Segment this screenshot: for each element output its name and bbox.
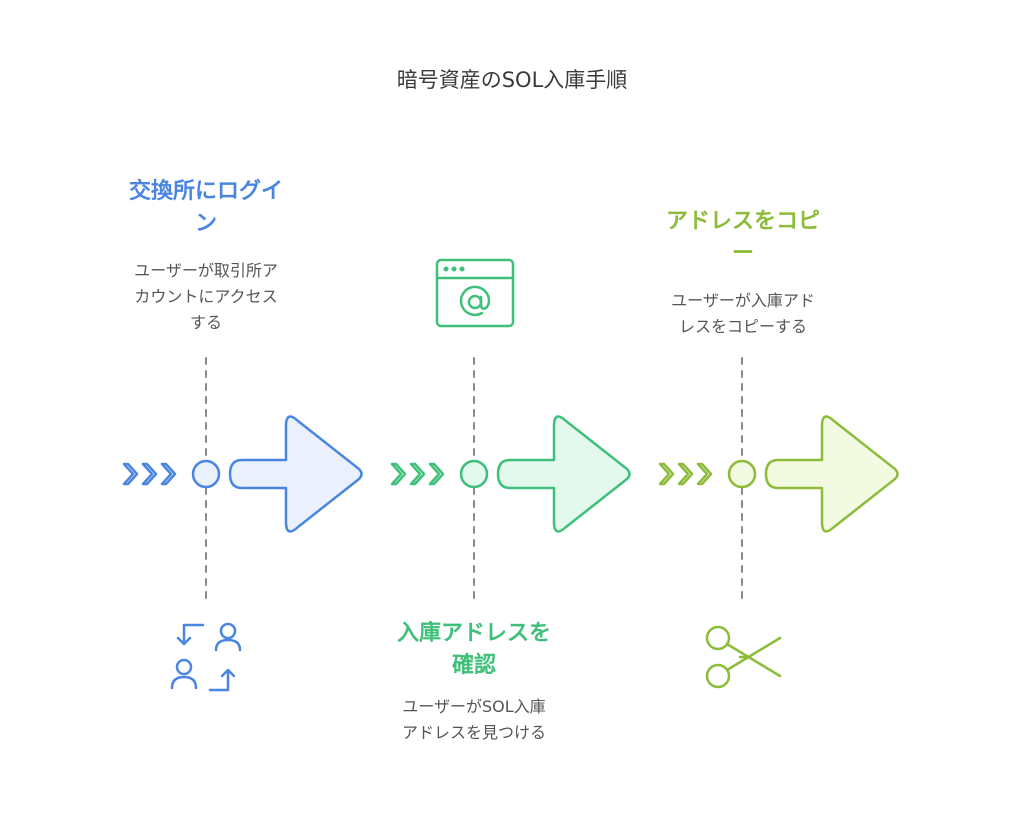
step-1-desc-line-1: ユーザーが取引所ア bbox=[134, 261, 278, 280]
user-icon bbox=[219, 622, 237, 640]
browser-window-icon bbox=[435, 258, 515, 328]
step-2-chevrons bbox=[390, 462, 445, 486]
step-1-graphic bbox=[122, 357, 363, 692]
user-icon bbox=[175, 658, 193, 676]
step-1-chevrons bbox=[122, 462, 177, 486]
step-1-title: 交換所にログイ ン bbox=[96, 176, 316, 240]
arrow-down-left-icon bbox=[176, 623, 205, 646]
step-2-arrow bbox=[496, 415, 631, 533]
step-2-graphic bbox=[390, 258, 631, 601]
step-2-desc-line-1: ユーザーがSOL入庫 bbox=[402, 697, 546, 716]
step-1-desc-line-3: する bbox=[189, 313, 222, 332]
step-3-arrow bbox=[764, 415, 899, 533]
step-3-node bbox=[727, 459, 757, 489]
step-1-node bbox=[191, 459, 221, 489]
step-2-description: ユーザーがSOL入庫 アドレスを見つける bbox=[364, 694, 584, 746]
step-2-node bbox=[459, 459, 489, 489]
step-2-desc-line-2: アドレスを見つける bbox=[401, 723, 546, 742]
step-2-title-line-1: 入庫アドレスを bbox=[396, 621, 551, 646]
step-3-graphic bbox=[658, 357, 899, 689]
step-1-title-line-2: ン bbox=[194, 211, 217, 236]
step-3-description: ユーザーが入庫アド レスをコピーする bbox=[633, 288, 853, 340]
step-1-desc-line-2: カウントにアクセス bbox=[134, 287, 278, 306]
exchange-users-icon bbox=[170, 622, 242, 692]
step-1-arrow bbox=[228, 415, 363, 533]
step-3-desc-line-1: ユーザーが入庫アド bbox=[671, 291, 815, 310]
step-2-title: 入庫アドレスを 確認 bbox=[364, 618, 584, 682]
browser-at-icon bbox=[435, 258, 515, 328]
step-1-description: ユーザーが取引所ア カウントにアクセス する bbox=[96, 258, 316, 336]
step-3-title-line-1: アドレスをコピ bbox=[665, 209, 820, 234]
step-2-title-line-2: 確認 bbox=[451, 653, 496, 678]
step-3-title: アドレスをコピ ー bbox=[633, 206, 853, 270]
step-3-chevrons bbox=[658, 462, 713, 486]
arrow-up-right-icon bbox=[208, 668, 236, 692]
at-sign-icon bbox=[459, 285, 491, 317]
scissors-icon bbox=[705, 625, 782, 689]
step-3-desc-line-2: レスをコピーする bbox=[678, 317, 807, 336]
step-1-title-line-1: 交換所にログイ bbox=[128, 179, 283, 204]
diagram-title: 暗号資産のSOL入庫手順 bbox=[396, 68, 628, 92]
step-3-title-line-2: ー bbox=[731, 241, 754, 266]
